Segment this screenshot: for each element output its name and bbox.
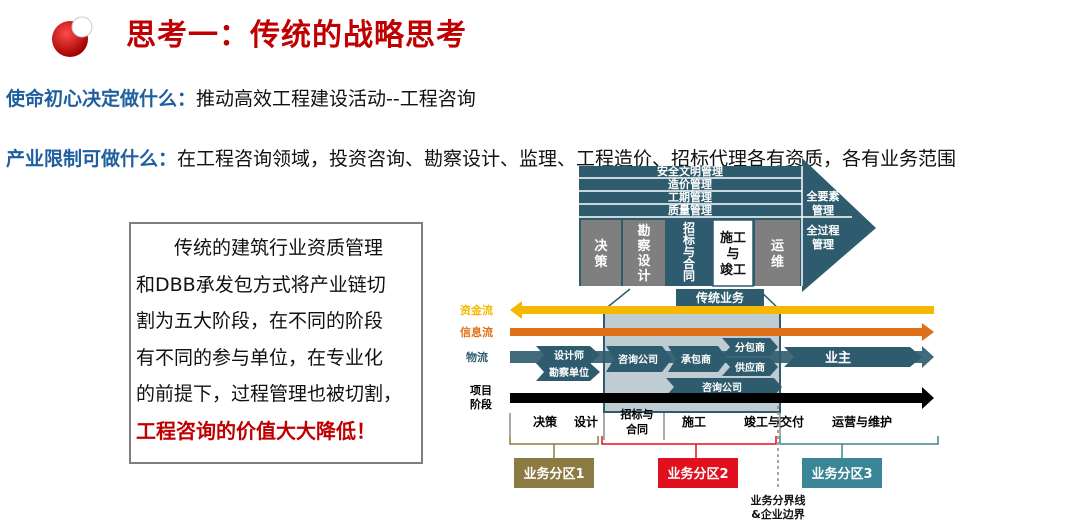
right-label: 全要素 <box>806 189 840 203</box>
right-label: 管理 <box>812 237 834 251</box>
traditional-business-tag <box>676 289 764 307</box>
industry-limit-label: 产业限制可做什么： <box>6 148 178 170</box>
stage-label: 运 <box>771 239 784 254</box>
stage-label: 同 <box>683 269 695 283</box>
explanation-line: 传统的建筑行业资质管理 <box>174 237 384 259</box>
survey-chevron <box>536 363 600 381</box>
zone1-box <box>514 458 594 488</box>
explanation-text: 传统的建筑行业资质管理 和DBB承发包方式将产业链切 割为五大阶段，在不同的阶段… <box>136 230 422 449</box>
explanation-line: 有不同的参与单位，在专业化 <box>136 346 384 369</box>
explanation-highlight: 工程咨询的价值大大降低！ <box>136 418 376 443</box>
supplier-label: 供应商 <box>734 361 765 374</box>
stage-label: 策 <box>594 254 608 270</box>
info-flow-label: 信息流 <box>460 325 493 339</box>
stage-column <box>712 219 754 287</box>
mgmt-row: 工期管理 <box>668 190 712 204</box>
mgmt-row: 造价管理 <box>668 177 712 191</box>
project-phase-label: 项目 <box>470 384 492 397</box>
page-title: 思考一：传统的战略思考 <box>126 18 467 53</box>
fund-flow-label: 资金流 <box>460 303 493 317</box>
stage-label: 合 <box>683 256 696 271</box>
mgmt-row: 质量管理 <box>668 203 712 217</box>
phase-label: 运营与维护 <box>832 414 892 429</box>
stage-label: 设 <box>637 254 651 269</box>
material-flow-label: 物流 <box>466 350 488 364</box>
industry-limit-line: 产业限制可做什么：在工程咨询领域，投资咨询、勘察设计、监理、工程造价、招标代理各… <box>6 144 956 171</box>
consult1-label: 咨询公司 <box>618 353 658 366</box>
subcontractor-label: 分包商 <box>735 341 765 354</box>
phase-label: 设计 <box>574 414 598 429</box>
zone2-label: 业务分区2 <box>667 466 728 482</box>
zone1-label: 业务分区1 <box>523 466 584 482</box>
explanation-box <box>129 222 423 464</box>
supplier-chevron <box>722 358 778 376</box>
zone3-label: 业务分区3 <box>811 466 872 482</box>
survey-label: 勘察单位 <box>549 366 589 379</box>
stage-label: 招 <box>683 220 695 235</box>
mission-line: 使命初心决定做什么：推动高效工程建设活动--工程咨询 <box>6 84 476 111</box>
stage-label: 勘 <box>637 223 650 239</box>
stage-label: 决 <box>594 238 608 254</box>
stage-label: 维 <box>771 254 784 270</box>
mgmt-row: 安全文明管理 <box>657 164 723 178</box>
boundary-label: &企业边界 <box>751 507 805 521</box>
zone2-box <box>658 458 738 488</box>
industry-limit-text: 在工程咨询领域，投资咨询、勘察设计、监理、工程造价、招标代理各有资质，各有业务范… <box>177 148 957 170</box>
explanation-line: 的前提下，过程管理也被切割， <box>136 383 403 405</box>
fund-flow-arrow <box>510 301 934 319</box>
zone3-box <box>802 458 882 488</box>
stage-label: 察 <box>637 238 651 254</box>
stage-label: 与 <box>683 245 695 259</box>
industry-chain-diagram: 安全文明管理 造价管理 工期管理 质量管理 全要素 管理 全过程 管理 决策勘察… <box>460 158 939 521</box>
stage-label: 计 <box>637 268 650 284</box>
stage-label: 施工 <box>720 230 746 246</box>
traditional-business-label: 传统业务 <box>695 290 745 305</box>
stage-column <box>755 220 800 286</box>
stage-label: 标 <box>682 232 695 247</box>
mission-label: 使命初心决定做什么： <box>6 88 197 110</box>
right-label: 全过程 <box>806 223 840 237</box>
contractor-chevron <box>668 346 728 372</box>
zone2-bracket <box>601 436 777 445</box>
owner-chevron <box>784 347 922 367</box>
consult2-label: 咨询公司 <box>702 381 742 394</box>
stage-column <box>623 220 665 286</box>
explanation-line: 和DBB承发包方式将产业链切 <box>136 273 386 296</box>
phase-label: 合同 <box>626 422 648 436</box>
explanation-line: 割为五大阶段，在不同的阶段 <box>136 310 384 332</box>
title-bullet-icon <box>52 16 93 57</box>
phase-label: 招标与 <box>621 407 654 421</box>
project-phase-label: 阶段 <box>470 397 492 411</box>
mission-text: 推动高效工程建设活动--工程咨询 <box>196 88 476 110</box>
owner-label: 业主 <box>825 350 851 366</box>
contractor-label: 承包商 <box>681 353 711 366</box>
consult1-chevron <box>606 346 672 372</box>
phase-label: 竣工与交付 <box>744 414 804 429</box>
right-label: 管理 <box>812 203 834 217</box>
stage-label: 竣工 <box>720 262 746 278</box>
designer-chevron <box>536 346 600 364</box>
zone1-bracket <box>509 436 599 445</box>
stage-column <box>667 220 711 286</box>
stage-label: 与 <box>726 247 739 262</box>
info-flow-arrow <box>510 323 934 341</box>
phase-label: 施工 <box>682 414 706 429</box>
phase-label: 决策 <box>533 414 558 429</box>
boundary-label: 业务分界线 <box>751 493 806 507</box>
subcontractor-chevron <box>722 338 778 356</box>
stage-column <box>581 220 621 286</box>
designer-label: 设计师 <box>554 349 584 362</box>
consult2-chevron <box>666 378 782 396</box>
project-phase-arrow <box>510 387 934 409</box>
zone3-bracket <box>779 436 939 445</box>
